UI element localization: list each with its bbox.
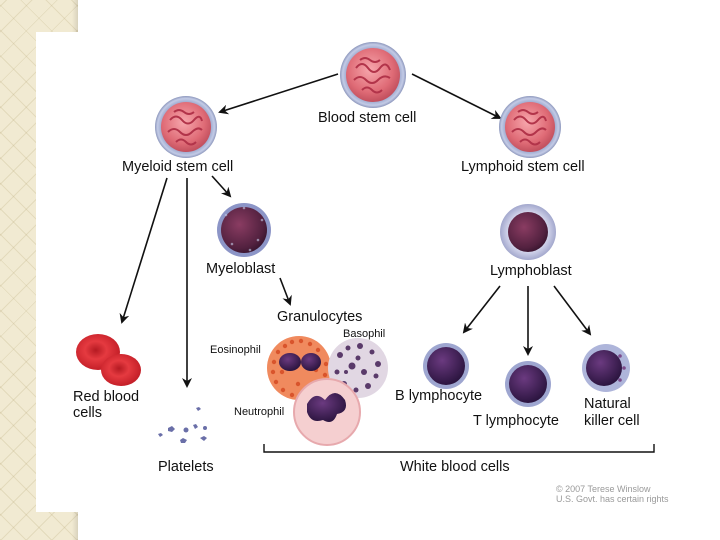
arrow-stem-to-myeloid <box>218 73 339 115</box>
t-lymphocyte-cell <box>505 361 551 407</box>
blood-stem-cell <box>340 42 406 108</box>
myeloid-stem-cell <box>155 96 217 158</box>
myeloblast-cell <box>217 203 271 257</box>
red-blood-cells <box>76 334 141 386</box>
arrow-myeloblast-to-granulocytes <box>279 277 292 306</box>
label-b-lymphocyte: B lymphocyte <box>395 388 483 404</box>
neutrophil-cell <box>293 378 361 446</box>
natural-killer-cell <box>582 344 630 392</box>
label-myeloid-stem-cell: Myeloid stem cell <box>122 159 234 175</box>
arrow-lymphoblast-to-b <box>462 285 501 334</box>
label-lymphoblast: Lymphoblast <box>490 263 572 279</box>
label-natural-killer-line2: killer cell <box>584 413 640 429</box>
label-red-blood-cells-line1: Red blood <box>73 389 140 405</box>
label-platelets: Platelets <box>158 459 214 475</box>
label-neutrophil: Neutrophil <box>234 406 285 418</box>
label-t-lymphocyte: T lymphocyte <box>473 413 559 429</box>
arrow-myeloid-to-rbc <box>119 177 168 324</box>
label-red-blood-cells-line2: cells <box>73 405 103 421</box>
label-myeloblast: Myeloblast <box>206 261 276 277</box>
label-natural-killer-line1: Natural <box>584 396 631 412</box>
label-blood-stem-cell: Blood stem cell <box>318 110 417 126</box>
label-granulocytes: Granulocytes <box>277 309 363 325</box>
credit-line1: © 2007 Terese Winslow <box>556 484 651 494</box>
lymphoid-stem-cell <box>499 96 561 158</box>
platelets <box>158 407 207 443</box>
white-blood-cells-bracket <box>263 444 655 453</box>
label-basophil: Basophil <box>343 328 386 340</box>
arrow-lymphoblast-to-nk <box>553 285 592 336</box>
lymphoblast-cell <box>500 204 556 260</box>
label-lymphoid-stem-cell: Lymphoid stem cell <box>461 159 585 175</box>
arrow-stem-to-lymphoid <box>411 73 502 119</box>
label-eosinophil: Eosinophil <box>210 344 261 356</box>
arrow-myeloid-to-myeloblast <box>211 175 232 198</box>
slide-inner-panel <box>36 32 78 512</box>
arrows <box>119 73 592 388</box>
label-white-blood-cells: White blood cells <box>400 459 510 475</box>
b-lymphocyte-cell <box>423 343 469 389</box>
credit-line2: U.S. Govt. has certain rights <box>556 494 669 504</box>
